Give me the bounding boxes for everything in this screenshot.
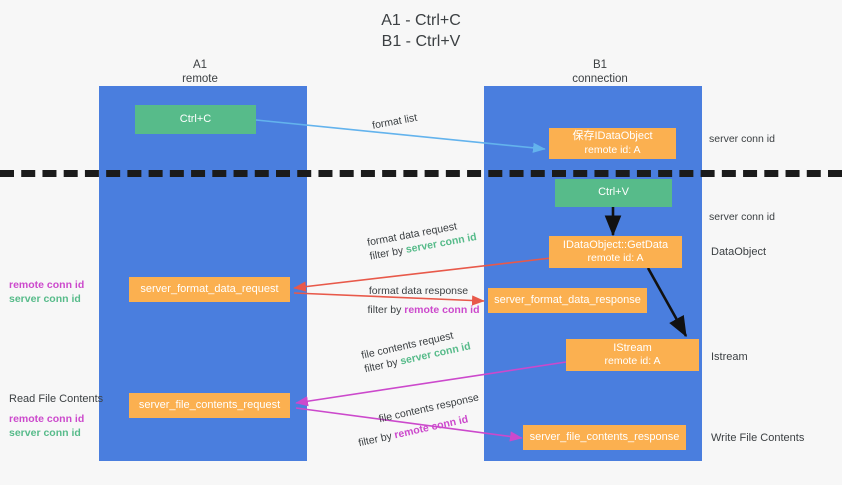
box-server-format-data-response-label: server_format_data_response: [494, 293, 641, 306]
label-format-list-text: format list: [371, 111, 419, 132]
box-istream-line1: IStream: [613, 341, 652, 354]
box-ctrl-v-label: Ctrl+V: [598, 186, 629, 199]
box-server-format-data-request[interactable]: server_format_data_request: [129, 277, 290, 302]
annotation-conn-id-group-2: remote conn id server conn id: [9, 412, 84, 440]
lane-b1-sub: connection: [572, 73, 628, 85]
box-server-file-contents-response[interactable]: server_file_contents_response: [523, 425, 686, 450]
title-line-2: B1 - Ctrl+V: [381, 33, 461, 50]
box-server-format-data-response[interactable]: server_format_data_response: [488, 288, 647, 313]
annotation-remote-conn-id-1: remote conn id: [9, 279, 85, 291]
lane-a1-sub: remote: [182, 73, 218, 85]
label-fdresp-filter-value: remote conn id: [404, 304, 480, 316]
annotation-read-file-contents: Read File Contents: [9, 393, 104, 405]
title-line-1: A1 - Ctrl+C: [381, 12, 461, 29]
label-fdresp-filter-prefix: filter by: [367, 304, 405, 316]
box-server-file-contents-request[interactable]: server_file_contents_request: [129, 393, 290, 418]
label-format-list: format list: [371, 111, 418, 133]
lane-header-b1: B1 connection: [540, 58, 660, 86]
lane-header-a1: A1 remote: [140, 58, 260, 86]
box-idataobject-save-line1: 保存IDataObject: [572, 130, 653, 142]
label-format-data-response: format data response filter by remote co…: [336, 284, 511, 317]
label-file-contents-response: file contents response filter by remote …: [353, 390, 484, 450]
annotation-conn-id-group-1: remote conn id server conn id: [9, 278, 84, 306]
annotation-dataobject: DataObject: [711, 246, 767, 258]
box-server-format-data-request-label: server_format_data_request: [140, 282, 279, 295]
box-server-file-contents-request-label: server_file_contents_request: [138, 398, 281, 411]
box-idataobject-getdata-line2: remote id: A: [587, 252, 644, 264]
lane-b1-name: B1: [592, 59, 608, 71]
label-fcresp-filter-prefix: filter by: [357, 429, 396, 450]
annotation-istream: Istream: [711, 351, 748, 363]
box-idataobject-getdata-line1: IDataObject::GetData: [562, 238, 669, 251]
box-istream-line2: remote id: A: [604, 355, 661, 367]
label-format-data-request: format data request filter by server con…: [366, 216, 478, 263]
box-idataobject-getdata[interactable]: IDataObject::GetData remote id: A: [549, 236, 682, 268]
box-ctrl-v[interactable]: Ctrl+V: [555, 179, 672, 207]
label-file-contents-request: file contents request filter by server c…: [360, 326, 472, 377]
lane-a1-name: A1: [192, 59, 208, 71]
box-idataobject-save-line2: remote id: A: [584, 143, 641, 156]
box-server-file-contents-response-label: server_file_contents_response: [529, 430, 680, 443]
annotation-server-conn-id-2: server conn id: [9, 427, 81, 439]
annotation-server-conn-id-mid: server conn id: [709, 211, 775, 223]
box-idataobject-save[interactable]: 保存IDataObject remote id: A: [549, 128, 676, 159]
horizontal-dashed-divider: [0, 170, 842, 177]
label-format-data-response-text: format data response: [368, 285, 469, 297]
box-ctrl-c[interactable]: Ctrl+C: [135, 105, 256, 134]
box-ctrl-c-label: Ctrl+C: [179, 112, 212, 125]
box-istream[interactable]: IStream remote id: A: [566, 339, 699, 371]
annotation-server-conn-id-top: server conn id: [709, 133, 775, 145]
page-title: A1 - Ctrl+C B1 - Ctrl+V: [0, 10, 842, 52]
label-format-data-response-filter: filter by remote conn id: [336, 303, 511, 317]
annotation-server-conn-id-1: server conn id: [9, 293, 81, 305]
annotation-write-file-contents: Write File Contents: [711, 432, 805, 444]
annotation-remote-conn-id-2: remote conn id: [9, 413, 85, 425]
